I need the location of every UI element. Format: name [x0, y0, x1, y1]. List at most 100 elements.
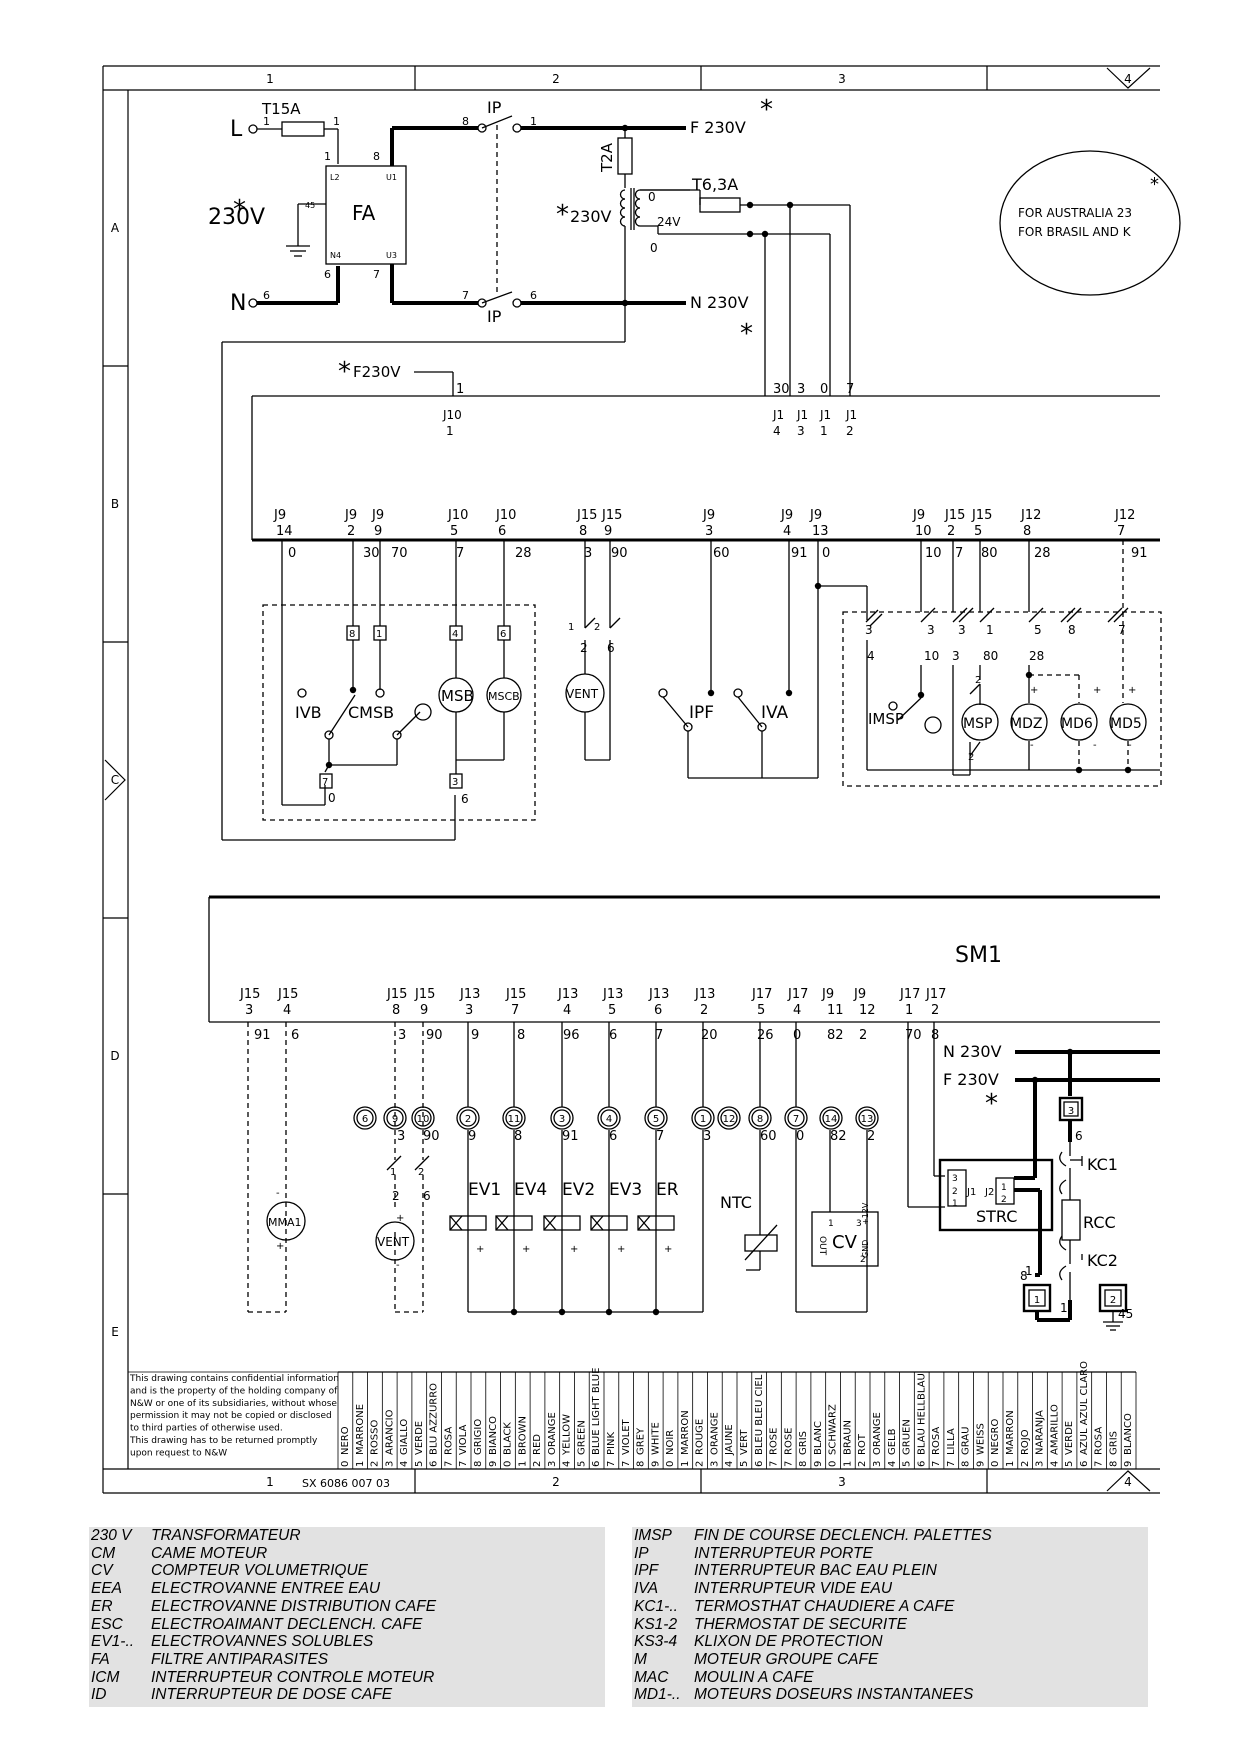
- terminal: [477, 123, 487, 133]
- polarity: +: [396, 1213, 404, 1224]
- pin-box: [449, 773, 463, 789]
- dashed-enclosure: [262, 604, 536, 821]
- pin-label: 11: [827, 1003, 844, 1018]
- polarity: +: [1093, 685, 1101, 696]
- coil: [634, 198, 641, 209]
- dashed-enclosure: [842, 611, 1162, 787]
- wire-number: 70: [391, 546, 408, 561]
- wire: [969, 741, 981, 757]
- terminal-inner: [751, 1109, 769, 1127]
- confidential-line: N&W or one of its subsidiaries, without …: [130, 1399, 337, 1409]
- color-name: VIOLET: [621, 1418, 632, 1455]
- connector-label: J9: [702, 508, 715, 523]
- terminal-number: 8: [757, 1114, 763, 1125]
- color-name: BLU AZZURRO: [429, 1383, 440, 1455]
- legend-code: M: [634, 1650, 647, 1668]
- terminal-inner: [553, 1109, 571, 1127]
- column-label: 2: [552, 72, 560, 86]
- wire: [979, 607, 995, 623]
- polarity: +: [522, 1244, 530, 1255]
- color-number: 0: [503, 1461, 514, 1467]
- color-number: 6: [1079, 1461, 1090, 1467]
- box-pin: 4: [452, 629, 458, 640]
- color-name: WHITE: [650, 1422, 661, 1455]
- box-pin: 8: [349, 629, 355, 640]
- wire-number: 2: [392, 1189, 400, 1203]
- box-pin: 1: [1034, 1295, 1040, 1306]
- wire-number: 60: [713, 546, 730, 561]
- pin-label: 5: [608, 1003, 616, 1018]
- pin-label: 7: [1117, 524, 1125, 539]
- wire-number: 3: [397, 1129, 405, 1144]
- pin-label: 9: [374, 524, 382, 539]
- color-number: 1: [842, 1461, 853, 1467]
- confidential-line: This drawing has to be returned promptly: [129, 1436, 318, 1446]
- color-number: 2: [370, 1461, 381, 1467]
- cmsb-label: CMSB: [348, 703, 394, 722]
- note-line-1: FOR AUSTRALIA 23: [1018, 206, 1132, 220]
- pin-label: 4: [773, 424, 781, 438]
- terminal-inner: [787, 1109, 805, 1127]
- vent-label: VENT: [377, 1235, 410, 1249]
- polarity: +: [570, 1244, 578, 1255]
- legend-code: FA: [91, 1650, 110, 1668]
- fuse-symbol: [281, 121, 325, 137]
- color-number: 1: [680, 1461, 691, 1467]
- color-name: AZUL AZUL CLARO: [1079, 1361, 1090, 1455]
- terminal: [733, 688, 743, 698]
- kc1-label: KC1: [1087, 1155, 1118, 1174]
- color-number: 4: [399, 1461, 410, 1467]
- valve-cross: [590, 1215, 604, 1231]
- cv-box: [811, 1211, 879, 1267]
- terminal-inner: [356, 1109, 374, 1127]
- fuse-label: T15A: [261, 100, 301, 118]
- wire-number: 91: [791, 546, 808, 561]
- mscb-label: MSCB: [488, 690, 520, 703]
- f230v-label: F230V: [353, 363, 401, 381]
- legend-code: IPF: [634, 1562, 659, 1580]
- column-label: 1: [266, 1475, 274, 1489]
- wire-number: 2: [859, 1028, 867, 1043]
- box-pin: 1: [376, 629, 382, 640]
- terminal-ring: [855, 1106, 879, 1130]
- terminal-block-inner: [1104, 1289, 1122, 1307]
- wire: [969, 683, 981, 695]
- color-name: ROSA: [931, 1427, 942, 1455]
- imsp-label: IMSP: [868, 710, 904, 728]
- legend-row: MD1-..MOTEURS DOSEURS INSTANTANEES: [632, 1686, 1148, 1704]
- thermostat-kc2: [1059, 1235, 1067, 1281]
- wire-number: 3: [584, 546, 592, 561]
- strc-pin: 2: [952, 1187, 958, 1197]
- color-name: NERO: [340, 1426, 351, 1455]
- connector-label: J13: [694, 987, 715, 1002]
- valve-coil: [449, 1215, 487, 1231]
- wire-number: 1: [530, 115, 537, 128]
- row-label: D: [110, 1049, 119, 1063]
- color-name: BLANC: [813, 1421, 824, 1455]
- pin-label: 3: [465, 1003, 473, 1018]
- wire-number: 1: [456, 382, 464, 397]
- pin-label: 1: [820, 424, 828, 438]
- terminal: [248, 298, 258, 308]
- terminal-number: 2: [465, 1114, 471, 1125]
- confidential-line: permission it may not be copied or discl…: [130, 1411, 332, 1421]
- connector-label: J15: [505, 987, 526, 1002]
- color-name: YELLOW: [562, 1414, 573, 1456]
- wire-number: 0: [648, 190, 656, 204]
- legend-desc: COMPTEUR VOLUMETRIQUE: [151, 1562, 369, 1580]
- color-name: NOIR: [665, 1430, 676, 1455]
- wire: [920, 607, 936, 623]
- color-name: GRAU: [961, 1427, 972, 1455]
- valve-label-er: ER: [656, 1180, 679, 1200]
- color-number: 1: [1005, 1461, 1016, 1467]
- wire-number: 2: [580, 641, 588, 655]
- color-name: VIOLA: [458, 1425, 469, 1455]
- note-line-2: FOR BRASIL AND K: [1018, 225, 1132, 239]
- connector-label: J13: [557, 987, 578, 1002]
- pin-label: 6: [498, 524, 506, 539]
- rcc-coil: [1061, 1199, 1081, 1241]
- color-name: GIALLO: [399, 1419, 410, 1455]
- color-number: 4: [562, 1461, 573, 1467]
